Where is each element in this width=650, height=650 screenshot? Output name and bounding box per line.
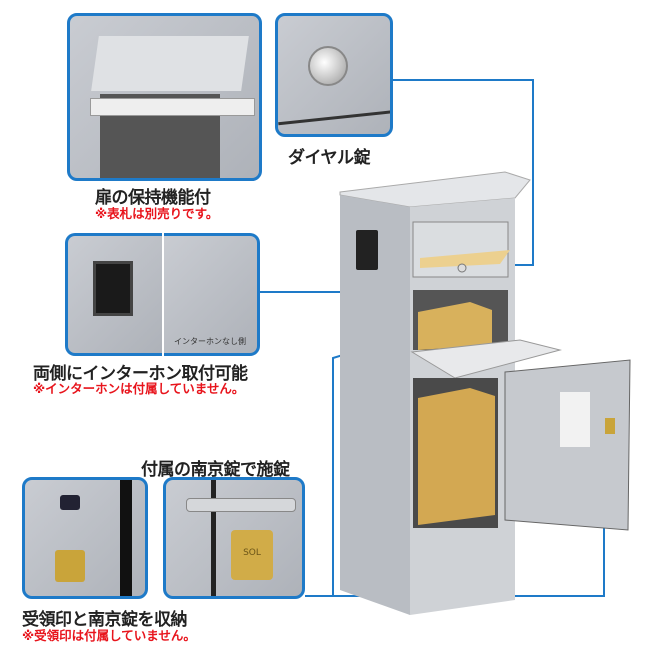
padlock-icon: SOL xyxy=(231,530,273,580)
feature-title: ダイヤル錠 xyxy=(288,148,371,168)
dial-lock-photo xyxy=(275,13,393,137)
feature-note: ※インターホンは付属していません。 xyxy=(33,381,245,396)
feature-note: ※表札は別売りです。 xyxy=(95,206,219,221)
intercom-side-photo xyxy=(65,233,162,356)
feature-title: 付属の南京錠で施錠 xyxy=(141,460,290,480)
intercom xyxy=(356,230,378,270)
no-intercom-side-photo: インターホンなし側 xyxy=(164,233,260,356)
feature-title: 扉の保持機能付 xyxy=(95,188,211,208)
padlock-icon xyxy=(55,550,85,582)
feature-title: 両側にインターホン取付可能 xyxy=(33,364,248,384)
panel-label: インターホンなし側 xyxy=(174,337,246,346)
storage-holder-photo xyxy=(22,477,148,599)
feature-note: ※受領印は付属していません。 xyxy=(22,628,196,643)
dial-lock-icon xyxy=(308,46,348,86)
padlock-photo: SOL xyxy=(163,477,305,599)
door-hold-photo xyxy=(67,13,262,181)
feature-title: 受領印と南京錠を収納 xyxy=(22,610,188,630)
